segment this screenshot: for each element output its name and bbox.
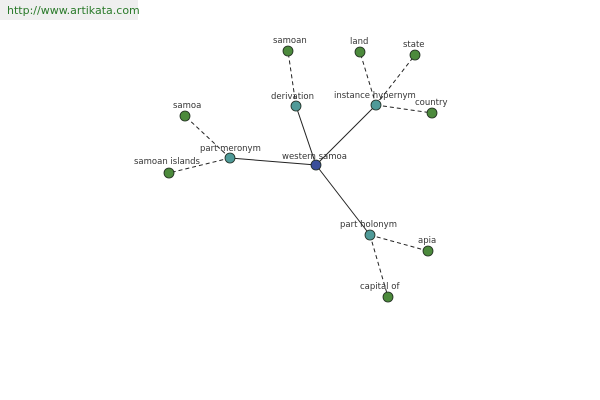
- node-samoa[interactable]: [179, 110, 191, 122]
- node-label-samoan[interactable]: samoan: [273, 36, 307, 46]
- node-label-state[interactable]: state: [403, 40, 425, 50]
- node-label-samoa[interactable]: samoa: [173, 101, 201, 111]
- node-label-samoan-islands[interactable]: samoan islands: [134, 157, 201, 167]
- edge-instance-hypernym-state: [375, 54, 416, 106]
- node-western-samoa[interactable]: [310, 159, 322, 171]
- edge-instance-hypernym-country: [375, 104, 433, 114]
- edge-instance-hypernym-land: [359, 51, 377, 106]
- node-samoan[interactable]: [282, 45, 294, 57]
- site-url-link[interactable]: http://www.artikata.com: [7, 4, 140, 17]
- graph-labels: western samoa derivation instance hypernym…: [134, 36, 448, 292]
- edge-derivation-samoan: [287, 50, 297, 107]
- edge-western-samoa-derivation: [295, 105, 317, 166]
- node-state[interactable]: [409, 49, 421, 61]
- node-label-apia[interactable]: apia: [418, 236, 436, 246]
- edge-part-meronym-samoa: [184, 115, 231, 159]
- edge-western-samoa-part-holonym: [315, 164, 371, 236]
- edge-part-meronym-samoan-islands: [168, 157, 231, 174]
- node-label-capital-of[interactable]: capital of: [360, 282, 400, 292]
- node-label-derivation[interactable]: derivation: [271, 92, 314, 102]
- node-part-holonym[interactable]: [364, 229, 376, 241]
- graph-nodes: [163, 45, 438, 303]
- edge-part-holonym-apia: [369, 234, 429, 252]
- node-label-country[interactable]: country: [415, 98, 448, 108]
- edge-western-samoa-part-meronym: [229, 157, 317, 166]
- node-label-part-holonym[interactable]: part holonym: [340, 220, 397, 230]
- node-apia[interactable]: [422, 245, 434, 257]
- node-label-western-samoa[interactable]: western samoa: [282, 152, 347, 162]
- edge-western-samoa-instance-hypernym: [315, 104, 377, 166]
- node-land[interactable]: [354, 46, 366, 58]
- node-instance-hypernym[interactable]: [370, 99, 382, 111]
- node-samoan-islands[interactable]: [163, 167, 175, 179]
- edge-part-holonym-capital-of: [369, 234, 389, 298]
- node-derivation[interactable]: [290, 100, 302, 112]
- node-label-land[interactable]: land: [350, 37, 368, 47]
- node-label-instance-hypernym[interactable]: instance hypernym: [334, 91, 416, 101]
- node-capital-of[interactable]: [382, 291, 394, 303]
- node-part-meronym[interactable]: [224, 152, 236, 164]
- node-label-part-meronym[interactable]: part meronym: [200, 144, 261, 154]
- graph-edges: [168, 50, 433, 298]
- url-banner: http://www.artikata.com: [0, 0, 140, 20]
- node-country[interactable]: [426, 107, 438, 119]
